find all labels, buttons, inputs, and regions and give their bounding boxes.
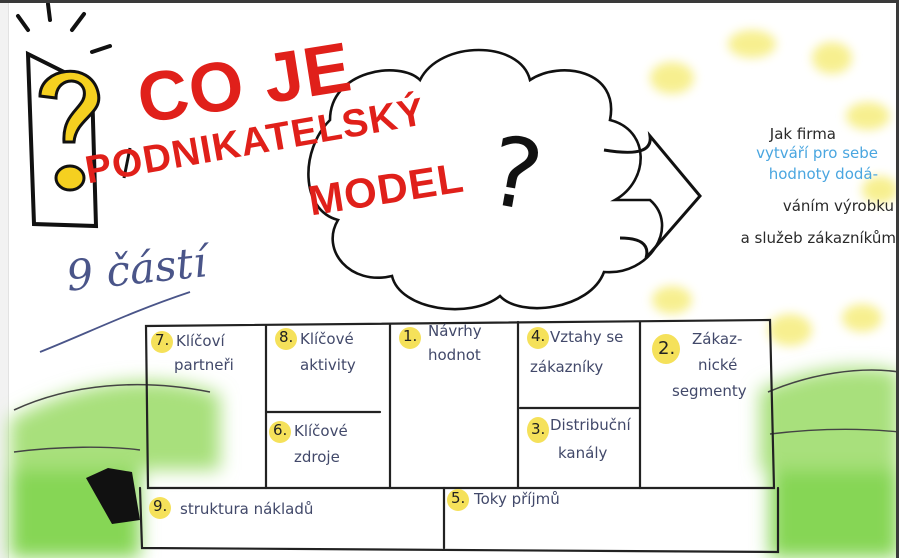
costs-number: 9.	[153, 497, 168, 515]
partners-label-2: partneři	[174, 356, 234, 374]
segments-label-3: segmenty	[672, 382, 747, 400]
relationships-label-2: zákazníky	[530, 358, 604, 376]
side-text-line-3: hodnoty dodá-	[708, 164, 878, 185]
side-text-line-2: vytváří pro sebe	[756, 144, 878, 162]
hills	[10, 367, 899, 558]
side-text-line-4: váním výrobku	[782, 197, 894, 215]
left-edge-strip	[0, 0, 9, 558]
revenue-label: Toky příjmů	[474, 490, 560, 508]
value-label-1: Návrhy	[428, 322, 482, 340]
channels-number: 3.	[531, 420, 546, 438]
number-highlights	[149, 327, 680, 519]
relationships-label-1: Vztahy se	[550, 328, 624, 346]
value-number: 1.	[403, 327, 418, 345]
canvas-grid	[138, 318, 780, 554]
value-label-2: hodnot	[428, 346, 481, 364]
arrow-icon	[603, 130, 702, 259]
board-stand	[86, 468, 140, 524]
resources-number: 6.	[273, 421, 288, 439]
side-text-line-5: a služeb zákazníkům	[740, 229, 896, 247]
segments-label-1: Zákaz-	[692, 330, 743, 348]
costs-label: struktura nákladů	[180, 500, 314, 518]
segments-number: 2.	[658, 338, 676, 359]
channels-label-2: kanály	[558, 444, 608, 462]
sun-icon	[650, 30, 898, 346]
activities-number: 8.	[279, 328, 294, 346]
top-border	[0, 0, 899, 3]
partners-label-1: Klíčoví	[176, 332, 225, 350]
side-text-line-1: Jak firma	[769, 125, 836, 143]
channels-label-1: Distribuční	[550, 416, 631, 434]
side-text-line-3-text: hodnoty dodá-	[768, 165, 878, 183]
segments-label-2: nické	[698, 356, 738, 374]
activities-label-1: Klíčové	[300, 330, 354, 348]
relationships-number: 4.	[531, 327, 546, 345]
right-border	[896, 0, 899, 558]
question-mark-icon	[16, 2, 132, 229]
resources-label-1: Klíčové	[294, 422, 348, 440]
thought-cloud	[307, 48, 664, 311]
revenue-number: 5.	[451, 489, 466, 507]
partners-number: 7.	[155, 331, 170, 349]
activities-label-2: aktivity	[300, 356, 356, 374]
resources-label-2: zdroje	[294, 448, 340, 466]
